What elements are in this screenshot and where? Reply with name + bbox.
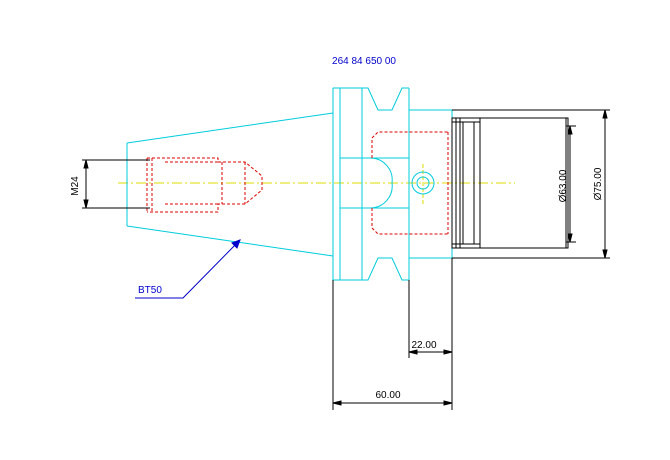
dim-thread (82, 159, 150, 209)
dim-total-length (332, 280, 453, 410)
taper-label: BT50 (138, 285, 162, 296)
cross-hole (411, 171, 435, 195)
hidden-bore (146, 131, 449, 235)
dim-inner-diameter (566, 125, 576, 243)
dim-flange-length-label: 22.00 (411, 340, 436, 351)
taper-shank (126, 112, 334, 257)
body-head (451, 117, 569, 249)
dim-thread-label: M24 (70, 176, 81, 196)
dim-flange-length (408, 258, 453, 410)
dim-total-length-label: 60.00 (375, 390, 400, 401)
dim-outer-diameter-label: Ø75.00 (593, 167, 604, 200)
dim-outer-diameter (452, 109, 610, 259)
dim-inner-diameter-label: Ø63.00 (558, 169, 569, 202)
taper-leader (135, 239, 241, 299)
part-number: 264 84 650 00 (332, 56, 396, 67)
